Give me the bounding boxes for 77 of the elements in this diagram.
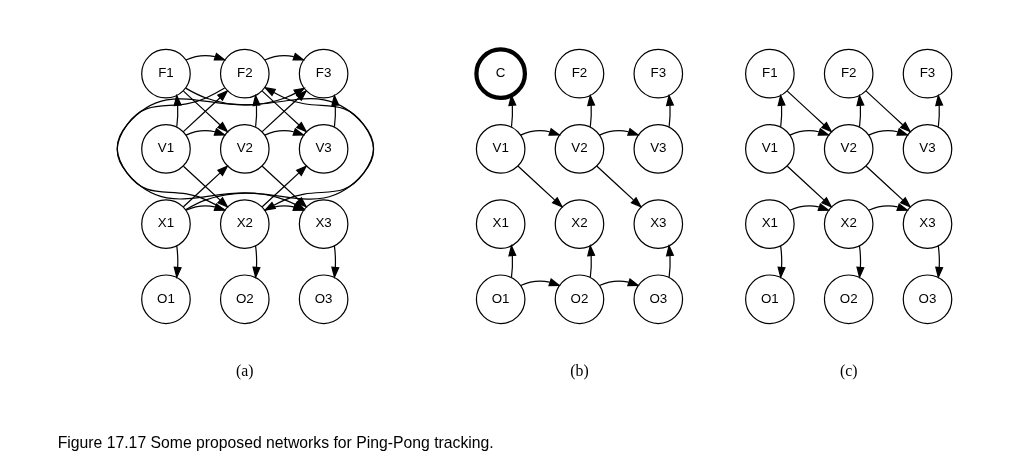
arrow [856, 93, 865, 128]
node-circle: V3 [902, 124, 953, 174]
node-circle: O1 [745, 274, 795, 325]
arrow [935, 93, 944, 128]
arrow [264, 52, 306, 61]
arrow [173, 245, 182, 279]
arrow [173, 93, 182, 128]
node-circle: X1 [745, 199, 795, 249]
node-circle: O1 [141, 274, 191, 325]
arrow [786, 90, 833, 133]
arrow [777, 93, 786, 128]
arrow [252, 245, 261, 279]
caption: Figure 17.17 Some proposed networks for Ping-Pong tracking. [57, 433, 494, 451]
arrow [598, 278, 640, 287]
node-circle: V3 [298, 124, 349, 174]
arrow [185, 127, 227, 136]
node-circle: X2 [554, 199, 605, 249]
node-circle: F3 [298, 48, 349, 99]
node-circle: V3 [633, 124, 684, 174]
node-circle: X1 [475, 199, 526, 249]
node-circle: X2 [823, 199, 874, 249]
node-circle: V2 [554, 124, 605, 174]
arrow [182, 165, 229, 208]
node-circle: C [474, 47, 528, 101]
node-circle: V2 [823, 124, 874, 174]
arrow [865, 90, 912, 133]
node-circle: O2 [823, 274, 874, 325]
node-circle: X1 [141, 199, 191, 249]
arrow [252, 93, 261, 128]
arrow [586, 244, 596, 278]
label: (a) [236, 362, 254, 380]
arrow [520, 127, 561, 136]
node-circle: X3 [298, 199, 349, 249]
node-circle: F2 [823, 48, 874, 99]
node-circle: O3 [298, 274, 349, 325]
arrow [264, 127, 306, 136]
node-circle: O3 [902, 274, 953, 325]
arrow [596, 165, 643, 208]
node-circle: F1 [745, 48, 795, 99]
arrow [331, 93, 340, 128]
node-circle: O3 [633, 274, 684, 325]
arrow [520, 278, 561, 287]
arrow [665, 93, 675, 128]
node-circle: F1 [141, 48, 191, 99]
node-circle: V1 [475, 124, 526, 174]
node-circle: V1 [141, 124, 191, 174]
node-circle: F2 [554, 48, 605, 99]
arrow [586, 93, 596, 128]
arrow [508, 244, 517, 278]
arrow [185, 52, 227, 61]
node-circle: X3 [902, 199, 953, 249]
node-circle: O2 [219, 274, 270, 325]
arrow [777, 245, 786, 279]
arrow [261, 165, 308, 208]
arrow [331, 245, 340, 279]
arrow [935, 245, 944, 279]
node-circle: O1 [475, 274, 526, 325]
node-circle: V1 [745, 124, 795, 174]
arrow [856, 245, 865, 279]
arrow [865, 165, 912, 208]
arrow [868, 127, 910, 136]
node-circle: V2 [219, 124, 270, 174]
node-circle: F2 [219, 48, 270, 99]
node-circle: X2 [219, 199, 270, 249]
label: (c) [839, 362, 858, 380]
arrow [517, 165, 564, 208]
arrow [786, 165, 833, 208]
arrow [789, 202, 831, 211]
arrow [868, 202, 910, 211]
node-circle: X3 [633, 199, 684, 249]
arrow [598, 127, 640, 136]
arrow [789, 127, 831, 136]
node-circle: O2 [554, 274, 605, 325]
node-circle: F3 [902, 48, 953, 99]
arrow [665, 244, 675, 278]
label: (b) [570, 362, 589, 380]
node-circle: F3 [633, 48, 684, 99]
